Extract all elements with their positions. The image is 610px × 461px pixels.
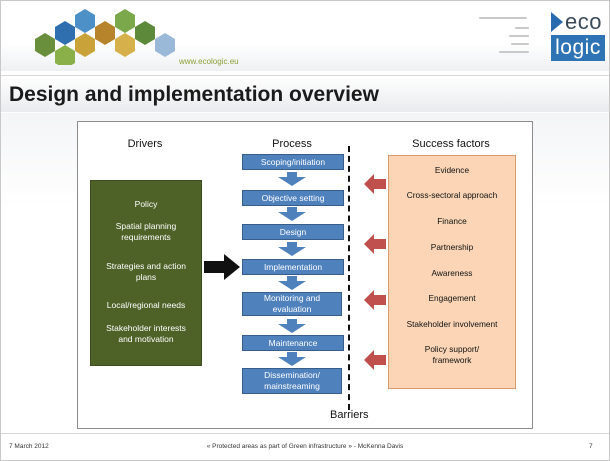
process-step: Monitoring and evaluation [242, 292, 342, 316]
ecologic-logo: eco logic [549, 9, 607, 63]
play-triangle-icon [551, 12, 563, 32]
success-factors-heading: Success factors [412, 138, 490, 150]
page-number: 7 [589, 443, 593, 450]
barrier-arrow-icon [364, 234, 386, 254]
slide-header: www.ecologic.eu eco logic [1, 1, 609, 71]
success-factor-item: Policy support/ framework [424, 344, 480, 365]
success-factor-item: Cross-sectoral approach [406, 190, 498, 200]
barriers-divider-line [348, 146, 350, 410]
footer-caption: « Protected areas as part of Green infra… [206, 443, 404, 450]
logo-logic-text: logic [551, 35, 605, 61]
logo-eco-text: eco [565, 9, 602, 34]
down-arrow-icon [278, 242, 306, 256]
down-arrow-icon [278, 172, 306, 186]
down-arrow-icon [278, 319, 306, 333]
barrier-arrow-icon [364, 290, 386, 310]
down-arrow-icon [278, 276, 306, 290]
driver-item: Policy [134, 199, 158, 209]
success-factor-item: Awareness [431, 268, 473, 278]
process-heading: Process [272, 138, 312, 150]
footer-date: 7 March 2012 [9, 443, 49, 450]
footer-divider [1, 433, 609, 434]
drivers-to-process-arrow-icon [204, 254, 240, 280]
process-step: Design [242, 224, 344, 240]
driver-item: Local/regional needs [106, 300, 186, 310]
website-url[interactable]: www.ecologic.eu [179, 57, 239, 66]
success-factor-item: Engagement [428, 293, 476, 303]
down-arrow-icon [278, 207, 306, 221]
process-step: Dissemination/ mainstreaming [242, 368, 342, 394]
driver-item: Stakeholder interests and motivation [106, 323, 186, 344]
driver-item: Spatial planning requirements [115, 221, 177, 242]
hexagon-photo-cluster-logo [35, 9, 175, 65]
slide-title: Design and implementation overview [9, 83, 379, 106]
title-band [1, 75, 609, 112]
barrier-arrow-icon [364, 350, 386, 370]
barrier-arrow-icon [364, 174, 386, 194]
process-step: Implementation [242, 259, 344, 275]
driver-item: Strategies and action plans [106, 261, 186, 282]
success-factor-item: Finance [437, 216, 467, 226]
process-step: Scoping/initiation [242, 154, 344, 170]
success-factors-box: Evidence Cross-sectoral approach Finance… [388, 155, 516, 389]
drivers-box: Policy Spatial planning requirements Str… [90, 180, 202, 366]
down-arrow-icon [278, 352, 306, 366]
process-step: Maintenance [242, 335, 344, 351]
process-step: Objective setting [242, 190, 344, 206]
barriers-label: Barriers [330, 409, 369, 421]
success-factor-item: Evidence [434, 165, 470, 175]
organization-address-block [471, 11, 541, 61]
drivers-heading: Drivers [127, 138, 163, 150]
success-factor-item: Stakeholder involvement [406, 319, 498, 329]
overview-diagram: Drivers Process Success factors Policy S… [77, 121, 533, 429]
success-factor-item: Partnership [430, 242, 474, 252]
